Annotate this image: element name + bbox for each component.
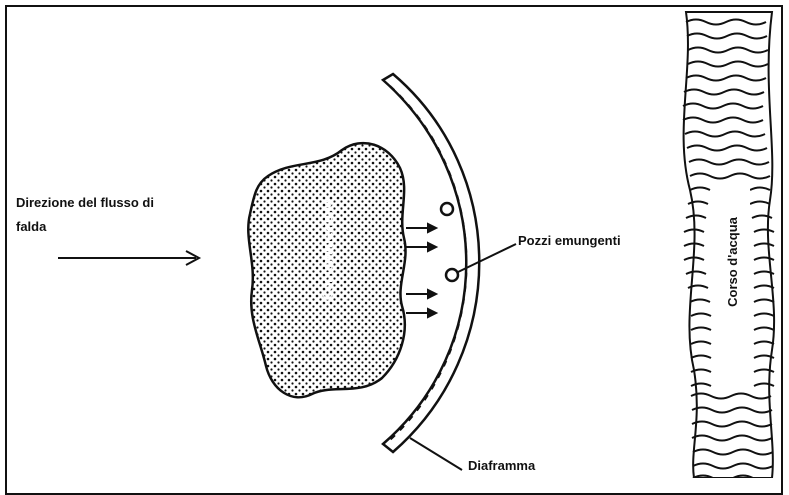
well-marker-upper <box>441 203 453 215</box>
diagram-canvas: Direzione del flusso di falda Contaminaz… <box>0 0 789 478</box>
well-marker-lower <box>446 269 458 281</box>
diaphragm-label: Diaframma <box>468 458 536 473</box>
river-label: Corso d'acqua <box>725 216 740 307</box>
wells-label: Pozzi emungenti <box>518 233 621 248</box>
flow-arrows <box>406 224 436 317</box>
flow-direction-label-line1: Direzione del flusso di <box>16 195 154 210</box>
flow-direction-label-line2: falda <box>16 219 47 234</box>
flow-direction-arrow <box>58 251 199 265</box>
diaphragm-leader-line <box>410 438 462 470</box>
contamination-label: Contaminazione <box>320 200 335 300</box>
